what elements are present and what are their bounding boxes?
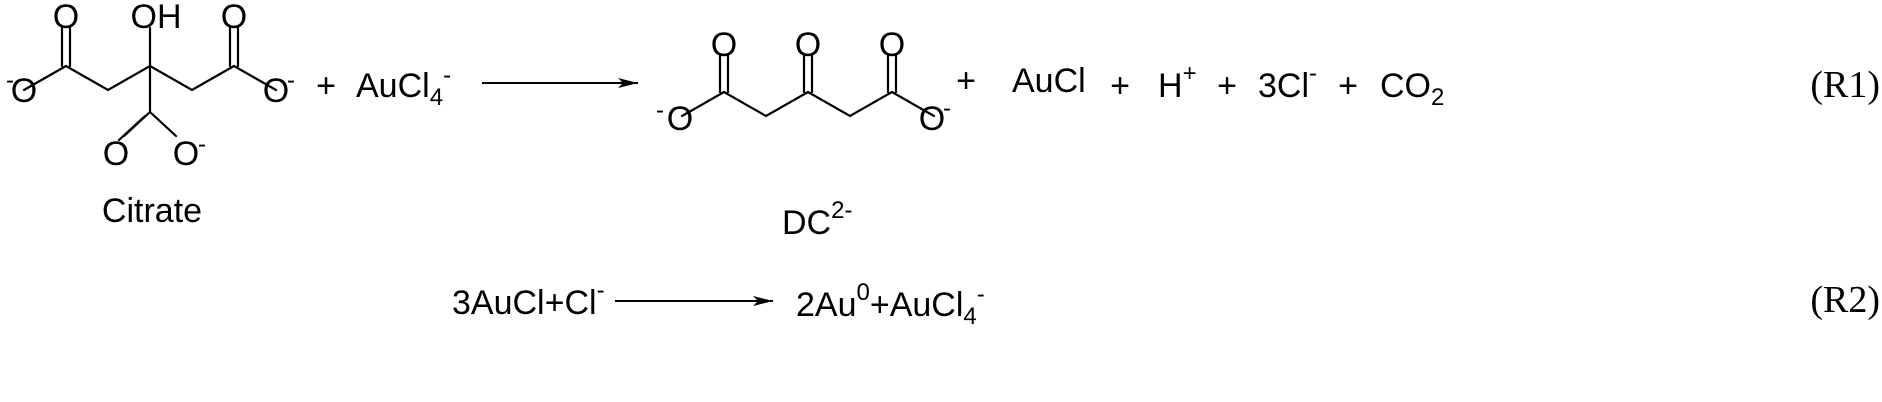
citrate-molecule: O O OH - O O - O O - Citrate — [6, 0, 295, 230]
citrate-o-bottom-left: O — [103, 135, 129, 173]
dc-o-left: O — [667, 100, 693, 138]
r1-aucl4-formula: AuCl4- — [356, 62, 451, 111]
dc-o-top-1: O — [711, 26, 737, 64]
dc-label: DC2- — [782, 197, 852, 242]
citrate-o-right: O — [263, 72, 289, 110]
r1-plus-4: + — [1338, 67, 1358, 105]
r1-plus-2: + — [1110, 67, 1130, 105]
citrate-o-right-charge: - — [287, 67, 295, 94]
r1-aucl: AuCl — [1012, 62, 1086, 100]
citrate-o-left-charge: - — [6, 67, 14, 94]
r1-co2: CO2 — [1380, 67, 1444, 111]
dc-o-right-charge: - — [943, 95, 951, 122]
citrate-o-top-left: O — [53, 0, 79, 36]
citrate-bonds — [22, 24, 278, 142]
r1-h-plus: H+ — [1158, 60, 1197, 105]
citrate-o-left: O — [11, 72, 37, 110]
r1-chloride: 3Cl- — [1258, 60, 1317, 105]
r2-products: 2Au0+AuCl4- — [796, 279, 985, 330]
r2-tag: (R2) — [1810, 279, 1880, 321]
reaction-r2: 3AuCl+Cl- 2Au0+AuCl4- (R2) — [452, 277, 1880, 330]
r2-reactants: 3AuCl+Cl- — [452, 277, 605, 322]
dc-bonds — [680, 52, 936, 118]
citrate-o-bottom-right-charge: - — [198, 131, 206, 158]
citrate-label: Citrate — [102, 192, 202, 230]
dc-o-right: O — [919, 100, 945, 138]
r1-plus-1: + — [956, 62, 976, 100]
citrate-o-bottom-right: O — [173, 135, 199, 173]
reaction-r1: O O OH - O O - O O - Citrate + AuCl4- — [6, 0, 1880, 242]
dc-o-left-charge: - — [656, 97, 664, 124]
r1-plus-3: + — [1217, 67, 1237, 105]
r1-tag: (R1) — [1810, 64, 1880, 106]
dc-o-top-2: O — [795, 26, 821, 64]
dc-molecule: O O O - O O - DC2- — [656, 26, 951, 242]
citrate-o-top-right: O — [221, 0, 247, 36]
r1-plus-reactants: + — [316, 67, 336, 105]
citrate-oh: OH — [131, 0, 182, 36]
dc-o-top-3: O — [879, 26, 905, 64]
